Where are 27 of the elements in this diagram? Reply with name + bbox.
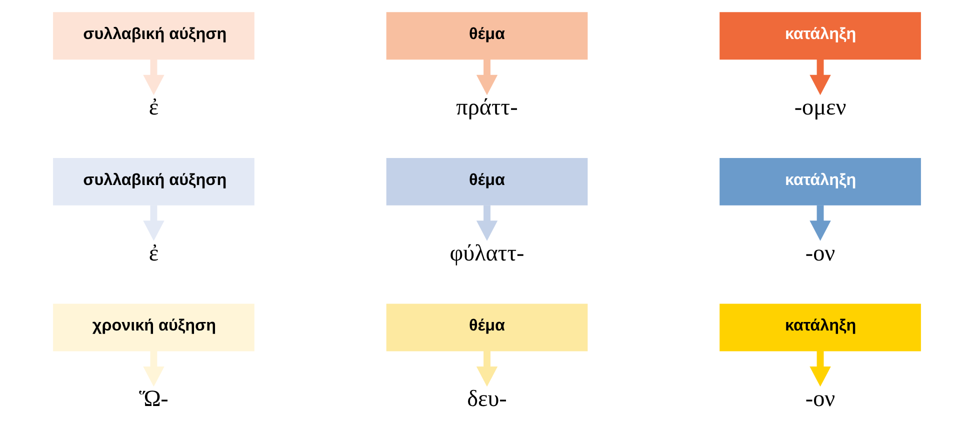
- arrow: [476, 205, 498, 241]
- node-box: συλλαβική αύξηση: [53, 12, 254, 60]
- node-box: θέμα: [386, 12, 588, 60]
- node-text: -ομεν: [794, 94, 846, 121]
- node-text: -ον: [805, 240, 836, 266]
- arrow: [143, 205, 164, 241]
- node-text: ἐ: [148, 94, 159, 121]
- node-text: δευ-: [467, 386, 507, 412]
- node-text: φύλαττ-: [450, 240, 524, 266]
- node-text: Ὥ-: [139, 386, 168, 412]
- node-box: κατάληξη: [720, 158, 921, 206]
- arrow: [143, 351, 164, 387]
- node-box: κατάληξη: [720, 12, 921, 60]
- arrow: [810, 205, 831, 241]
- node-box: θέμα: [386, 158, 588, 206]
- arrow: [476, 351, 498, 387]
- arrow: [810, 351, 831, 387]
- arrow: [810, 59, 831, 96]
- arrow: [476, 59, 498, 96]
- node-text: πράττ-: [456, 94, 518, 121]
- node-box: χρονική αύξηση: [53, 304, 254, 352]
- node-box: συλλαβική αύξηση: [53, 158, 254, 206]
- arrow: [143, 59, 164, 96]
- node-text: ἐ: [148, 240, 159, 266]
- node-box: θέμα: [386, 304, 588, 352]
- node-text: -ον: [805, 386, 836, 412]
- node-box: κατάληξη: [720, 304, 921, 352]
